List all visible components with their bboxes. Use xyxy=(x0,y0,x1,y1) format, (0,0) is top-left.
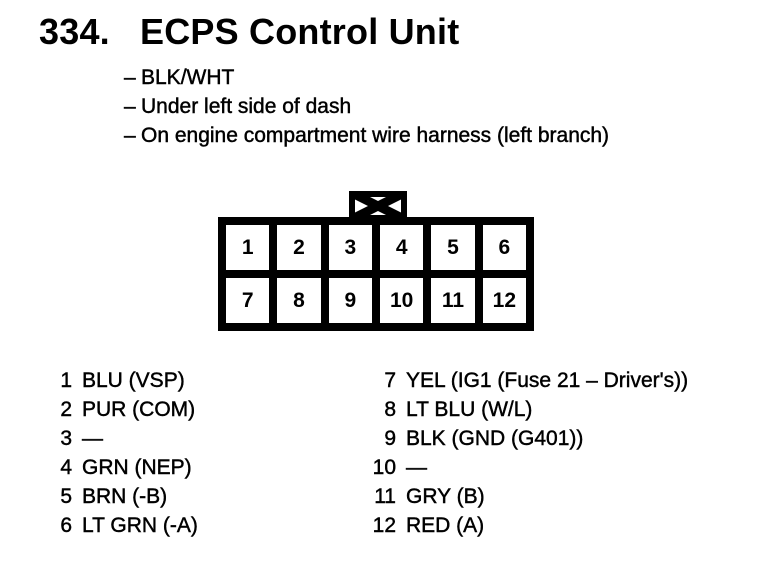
pin-label: LT GRN (-A) xyxy=(82,514,198,537)
note-line: – BLK/WHT xyxy=(124,63,609,92)
pin-number: 3 xyxy=(60,427,72,450)
dash-bullet: – xyxy=(124,124,136,147)
connector-cell-8: 8 xyxy=(277,278,321,323)
pin-number: 1 xyxy=(60,369,72,392)
connector-cell-11: 11 xyxy=(431,278,475,323)
pin-number: 4 xyxy=(60,456,72,479)
pin-label: PUR (COM) xyxy=(82,398,196,421)
connector-cell-6: 6 xyxy=(482,225,526,270)
pin-number: 6 xyxy=(60,514,72,537)
pin-row: 2 PUR (COM) xyxy=(44,395,198,424)
pin-label: BLK (GND (G401)) xyxy=(406,427,584,450)
pin-label: GRN (NEP) xyxy=(82,456,192,479)
pin-number: 9 xyxy=(384,427,396,450)
pin-number: 7 xyxy=(384,369,396,392)
note-text: On engine compartment wire harness (left… xyxy=(141,124,610,147)
note-line: – On engine compartment wire harness (le… xyxy=(124,121,610,150)
connector-cell-3: 3 xyxy=(328,225,372,270)
connector-cell-4: 4 xyxy=(379,225,424,270)
connector-key-tab xyxy=(349,191,407,221)
pin-row: 9 BLK (GND (G401)) xyxy=(368,424,688,453)
pin-row: 5 BRN (-B) xyxy=(44,482,198,511)
dash-bullet: – xyxy=(124,95,136,118)
pin-row: 3— xyxy=(44,424,198,453)
dash-bullet: – xyxy=(124,66,136,89)
pin-row: 12 RED (A) xyxy=(368,511,688,540)
connector-cell-1: 1 xyxy=(226,225,270,270)
note-text: BLK/WHT xyxy=(141,66,235,89)
section-title: ECPS Control Unit xyxy=(140,11,460,52)
pin-number: 5 xyxy=(60,485,72,508)
pin-number: 8 xyxy=(384,398,396,421)
pin-row: 6 LT GRN (-A) xyxy=(44,511,198,540)
pin-number: 12 xyxy=(372,514,396,537)
pin-label: — xyxy=(406,456,427,479)
pin-label: GRY (B) xyxy=(406,485,485,508)
connector-cell-10: 10 xyxy=(379,278,424,323)
notes-list: – BLK/WHT – Under left side of dash – On… xyxy=(124,63,610,150)
section-number: 334. xyxy=(39,11,110,52)
pin-row: 7 YEL (IG1 (Fuse 21 – Driver's)) xyxy=(368,366,688,395)
crossed-box-icon xyxy=(349,191,407,221)
pin-row: 1 BLU (VSP) xyxy=(44,366,198,395)
pin-label: — xyxy=(82,427,103,450)
connector-cell-5: 5 xyxy=(431,225,475,270)
pin-label: YEL (IG1 (Fuse 21 – Driver's)) xyxy=(406,369,689,392)
pin-label: LT BLU (W/L) xyxy=(406,398,533,421)
page-title: 334. ECPS Control Unit xyxy=(39,13,459,51)
pin-label: BRN (-B) xyxy=(82,485,168,508)
pin-row: 4 GRN (NEP) xyxy=(44,453,198,482)
pin-number: 2 xyxy=(60,398,72,421)
pin-number: 11 xyxy=(374,485,396,508)
connector-cell-7: 7 xyxy=(226,278,270,323)
note-line: – Under left side of dash xyxy=(124,92,609,121)
pin-row: 8 LT BLU (W/L) xyxy=(368,395,688,424)
pin-row: 10 — xyxy=(368,453,688,482)
pin-list-right: 7 YEL (IG1 (Fuse 21 – Driver's)) 8 LT BLU (… xyxy=(368,366,688,540)
connector-cell-2: 2 xyxy=(277,225,321,270)
pin-number: 10 xyxy=(372,456,396,479)
connector-cell-12: 12 xyxy=(482,278,526,323)
pin-label: RED (A) xyxy=(406,514,485,537)
note-text: Under left side of dash xyxy=(141,95,352,118)
pin-label: BLU (VSP) xyxy=(82,369,185,392)
pin-row: 11 GRY (B) xyxy=(368,482,688,511)
connector-cell-9: 9 xyxy=(328,278,372,323)
